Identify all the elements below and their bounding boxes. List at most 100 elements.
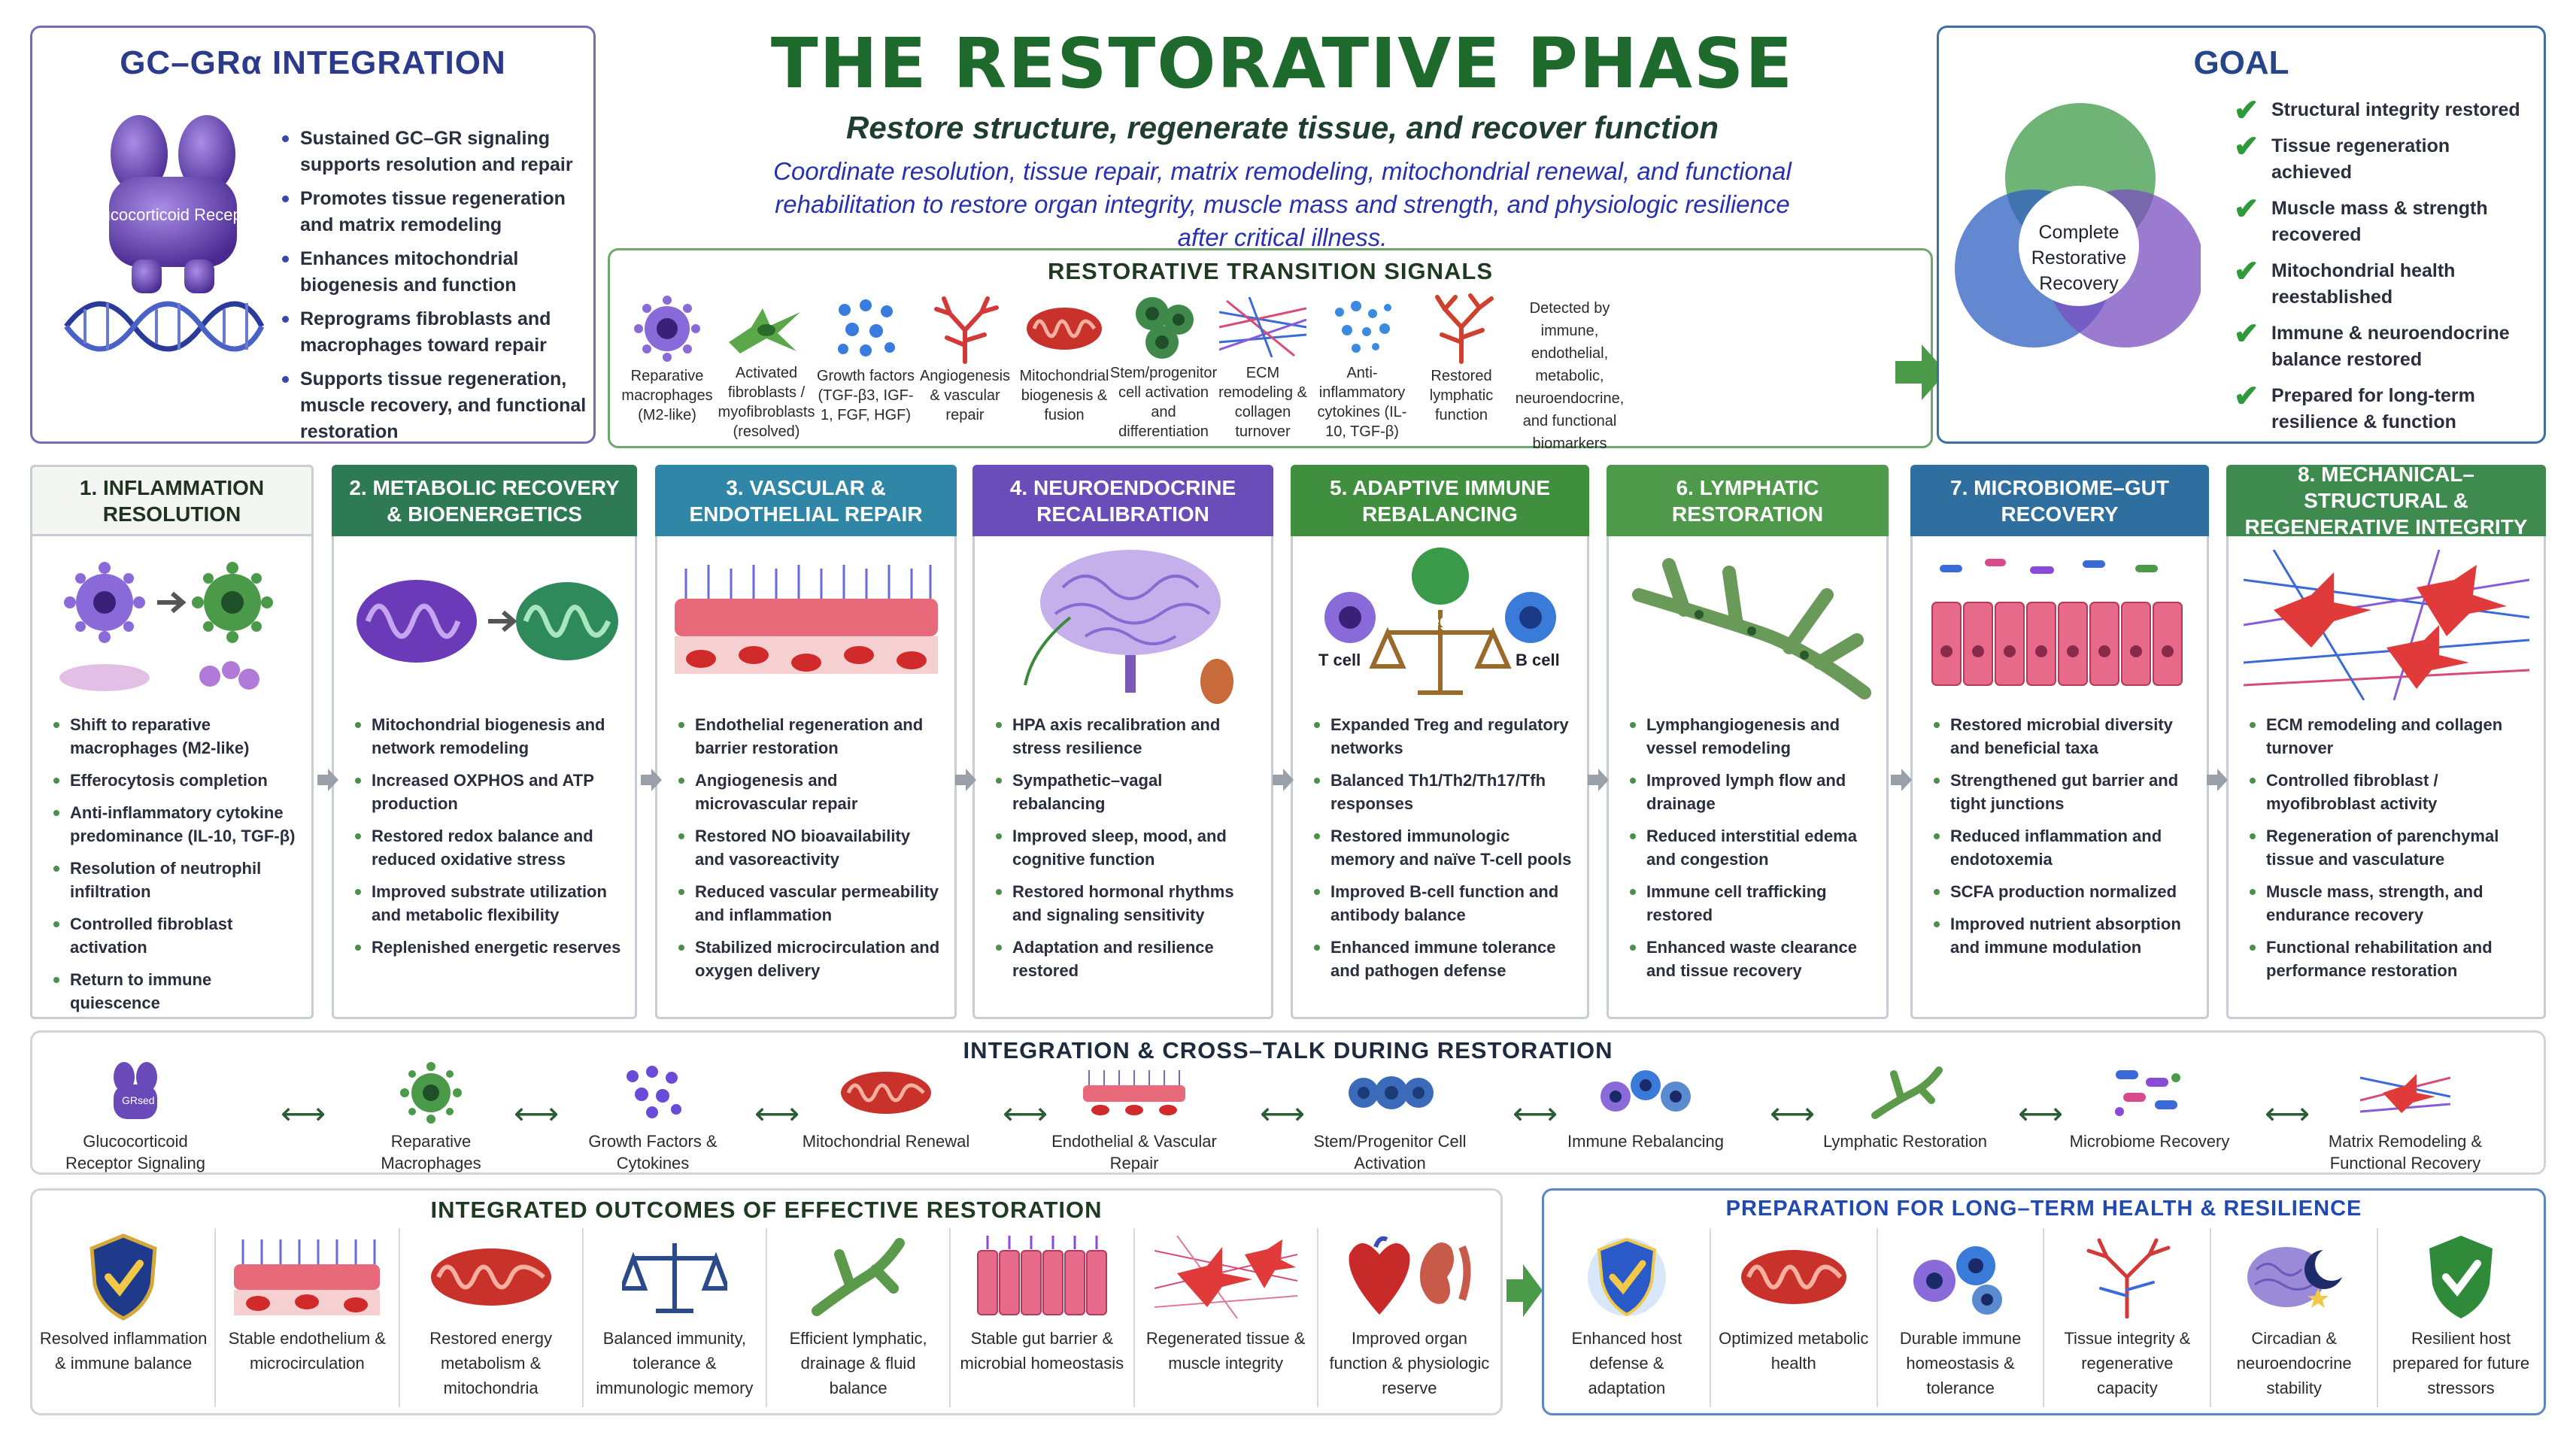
- gc-bullet-list: Sustained GC–GR signaling supports resol…: [281, 126, 589, 453]
- phase-item: Improved sleep, mood, and cognitive func…: [996, 824, 1258, 871]
- integration-label: Mitochondrial Renewal: [802, 1132, 970, 1151]
- dna-icon: [62, 293, 265, 360]
- outcomes-panel: INTEGRATED OUTCOMES OF EFFECTIVE RESTORA…: [30, 1188, 1503, 1415]
- integration-item: Microbiome Recovery: [2063, 1055, 2236, 1152]
- check-icon: ✔: [2234, 255, 2259, 288]
- integration-item: Stem/Progenitor Cell Activation: [1303, 1055, 1476, 1174]
- endothelium-icon: [657, 536, 954, 713]
- phase-list: Lymphangiogenesis and vessel remodeling …: [1609, 713, 1886, 982]
- preparation-item: Durable immune homeostasis & tolerance: [1878, 1228, 2045, 1407]
- signal-label: Angiogenesis & vascular repair: [919, 368, 1011, 423]
- cytokine-icon: [1317, 291, 1407, 363]
- phase-header: 5. ADAPTIVE IMMUNE REBALANCING: [1291, 465, 1589, 536]
- integration-label: Growth Factors & Cytokines: [588, 1132, 718, 1173]
- phase-item: Restored NO bioavailability and vasoreac…: [678, 824, 941, 871]
- signal-label: Reparative macrophages (M2-like): [621, 368, 713, 423]
- outcome-label: Stable gut barrier & microbial homeostas…: [960, 1329, 1124, 1373]
- phase-arrow-icon: [317, 769, 338, 791]
- stem-cell-icon: [1345, 1055, 1435, 1130]
- lymphatic-icon: [809, 1228, 907, 1326]
- signal-item: ECM remodeling & collagen turnover: [1213, 291, 1312, 441]
- phase-item: Improved substrate utilization and metab…: [355, 880, 621, 927]
- signal-label: Restored lymphatic function: [1429, 368, 1494, 423]
- growth-factor-icon: [619, 1055, 687, 1130]
- phase-item: Restored hormonal rhythms and signaling …: [996, 880, 1258, 927]
- lymphatic-icon: [1868, 1055, 1943, 1130]
- phase-card-2: 2. METABOLIC RECOVERY & BIOENERGETICS Mi…: [332, 465, 637, 1019]
- phase-item: Restored redox balance and reduced oxida…: [355, 824, 621, 871]
- brain-icon: [975, 536, 1271, 713]
- preparation-item: Tissue integrity & regenerative capacity: [2044, 1228, 2212, 1407]
- signal-label: Stem/progenitor cell activation and diff…: [1109, 365, 1218, 440]
- signal-item: Growth factors (TGF-β3, IGF-1, FGF, HGF): [816, 291, 915, 441]
- phase-item: Balanced Th1/Th2/Th17/Tfh responses: [1314, 769, 1573, 815]
- phase-header: 6. LYMPHATIC RESTORATION: [1607, 465, 1889, 536]
- phase-arrow-icon: [2207, 769, 2228, 791]
- phase-item: Reduced vascular permeability and inflam…: [678, 880, 941, 927]
- outcome-item: Improved organ function & physiologic re…: [1318, 1228, 1500, 1407]
- phase-item: Efferocytosis completion: [53, 769, 298, 792]
- organs-icon: [1346, 1228, 1473, 1326]
- goal-item: ✔Muscle mass & strength recovered: [2234, 193, 2488, 245]
- ecm-icon: [1218, 291, 1308, 363]
- goal-item: ✔Immune & neuroendocrine balance restore…: [2234, 317, 2510, 370]
- immune-cells-icon: [1597, 1055, 1695, 1130]
- phase-card-1: 1. INFLAMMATION RESOLUTION Shift to repa…: [30, 465, 314, 1019]
- check-icon: ✔: [2234, 317, 2259, 350]
- signal-label: Anti-inflammatory cytokines (IL-10, TGF-…: [1317, 365, 1407, 440]
- double-arrow-icon: ⟷: [2018, 1096, 2064, 1131]
- phase-item: Anti-inflammatory cytokine predominance …: [53, 801, 298, 848]
- preparation-item: Enhanced host defense & adaptation: [1544, 1228, 1711, 1407]
- gc-bullet: Reprograms fibroblasts and macrophages t…: [281, 306, 589, 359]
- integration-item: Mitochondrial Renewal: [800, 1055, 972, 1152]
- gc-bullet: Supports tissue regeneration, muscle rec…: [281, 366, 589, 445]
- phase-card-6: 6. LYMPHATIC RESTORATION Lymphangiogenes…: [1607, 465, 1889, 1019]
- endothelium-icon: [1082, 1055, 1187, 1130]
- receptor-label: Glucocorticoid Receptor: [85, 205, 262, 224]
- check-icon: ✔: [2234, 193, 2259, 226]
- phase-item: Improved B-cell function and antibody ba…: [1314, 880, 1573, 927]
- phase-card-3: 3. VASCULAR & ENDOTHELIAL REPAIR Endothe…: [655, 465, 957, 1019]
- phase-item: Immune cell trafficking restored: [1630, 880, 1873, 927]
- signal-label: Growth factors (TGF-β3, IGF-1, FGF, HGF): [816, 368, 915, 423]
- mitochondria-icon: [837, 1055, 935, 1130]
- phase-item: Increased OXPHOS and ATP production: [355, 769, 621, 815]
- phase-item: Mitochondrial biogenesis and network rem…: [355, 713, 621, 760]
- integration-label: Immune Rebalancing: [1567, 1132, 1724, 1151]
- vessel-icon: [920, 291, 1010, 366]
- gut-barrier-icon: [1913, 536, 2207, 713]
- integration-panel: INTEGRATION & CROSS–TALK DURING RESTORAT…: [30, 1030, 2546, 1175]
- phase-item: Improved lymph flow and drainage: [1630, 769, 1873, 815]
- goal-item: ✔Structural integrity restored: [2234, 94, 2520, 127]
- brain-moon-icon: [2241, 1228, 2347, 1326]
- phase-list: Shift to reparative macrophages (M2-like…: [32, 713, 311, 1015]
- signal-item: Mitochondrial biogenesis & fusion: [1015, 291, 1114, 441]
- phase-list: ECM remodeling and collagen turnover Con…: [2229, 713, 2544, 982]
- preparation-item: Resilient host prepared for future stres…: [2378, 1228, 2544, 1407]
- phase-card-7: 7. MICROBIOME–GUT RECOVERY Restored micr…: [1910, 465, 2209, 1019]
- goal-item: ✔Tissue regeneration achieved: [2234, 130, 2450, 183]
- phase-arrow-icon: [641, 769, 662, 791]
- signal-item: Angiogenesis & vascular repair: [915, 291, 1015, 441]
- phase-item: Expanded Treg and regulatory networks: [1314, 713, 1573, 760]
- outcome-label: Stable endothelium & microcirculation: [228, 1329, 386, 1373]
- macrophage-icon: [622, 291, 712, 366]
- preparation-label: Optimized metabolic health: [1719, 1329, 1869, 1373]
- signal-item: Anti-inflammatory cytokines (IL-10, TGF-…: [1312, 291, 1412, 441]
- ecm-icon: [2360, 1055, 2450, 1130]
- gc-bullet: Enhances mitochondrial biogenesis and fu…: [281, 246, 589, 299]
- phase-item: Angiogenesis and microvascular repair: [678, 769, 941, 815]
- double-arrow-icon: ⟷: [2265, 1096, 2311, 1131]
- signal-item: Stem/progenitor cell activation and diff…: [1110, 291, 1217, 441]
- phase-item: Restored microbial diversity and benefic…: [1934, 713, 2193, 760]
- lymphatic-vessel-icon: [1609, 536, 1886, 713]
- transition-signals-panel: RESTORATIVE TRANSITION SIGNALS Reparativ…: [608, 248, 1933, 452]
- outcome-label: Resolved inflammation & immune balance: [39, 1329, 208, 1373]
- phase-item: Strengthened gut barrier and tight junct…: [1934, 769, 2193, 815]
- growth-factor-icon: [821, 291, 911, 366]
- gc-panel-title: GC–GRα INTEGRATION: [120, 44, 506, 81]
- phase-item: Replenished energetic reserves: [355, 936, 621, 959]
- receptor-icon: GRsed: [102, 1055, 169, 1130]
- integration-label: Lymphatic Restoration: [1822, 1132, 1988, 1151]
- glucocorticoid-receptor-icon: Glucocorticoid Receptor: [79, 109, 267, 350]
